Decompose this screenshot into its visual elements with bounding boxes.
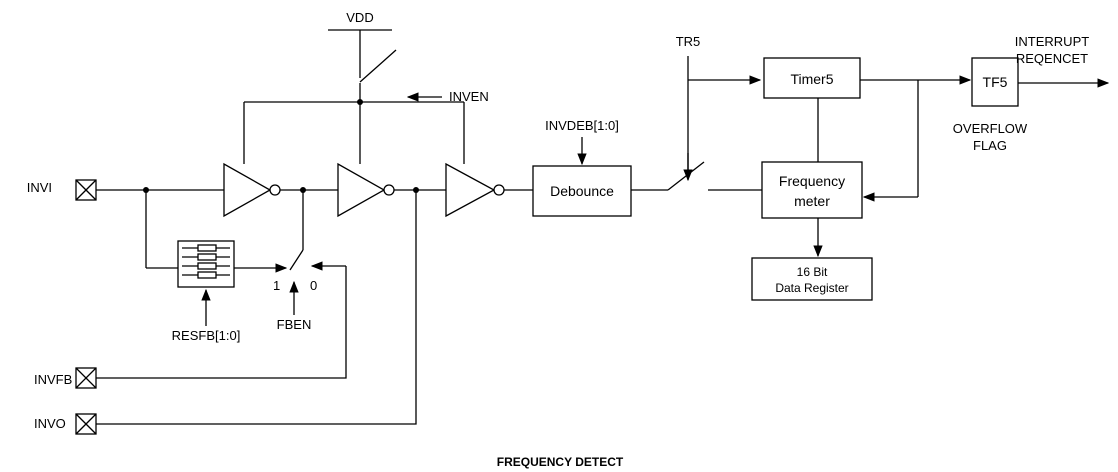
inverter-1	[223, 162, 281, 218]
debounce-block	[532, 165, 632, 217]
debounce-label: Debounce	[550, 183, 614, 199]
supply-rail	[243, 99, 465, 164]
invfb-label: INVFB	[34, 372, 72, 387]
invi-pin	[75, 179, 97, 201]
resfb-resistor-bank	[177, 240, 235, 288]
invdeb-label: INVDEB[1:0]	[545, 118, 619, 133]
figure-caption: FREQUENCY DETECT	[497, 455, 624, 469]
tf5-block	[971, 57, 1019, 107]
fben-pos-0-label: 0	[310, 278, 317, 293]
interrupt-label-line2: REQENCET	[1016, 51, 1088, 66]
frequency-meter-block	[761, 161, 863, 219]
tr5-switch-blade	[667, 161, 705, 191]
overflow-label-line2: FLAG	[973, 138, 1007, 153]
data-register-block	[751, 257, 873, 301]
vdd-supply	[328, 29, 392, 78]
tr5-label: TR5	[676, 34, 701, 49]
tf5-label: TF5	[983, 74, 1008, 90]
inven-switch	[359, 49, 397, 83]
resfb-label: RESFB[1:0]	[172, 328, 241, 343]
timer5-label: Timer5	[790, 71, 833, 87]
vdd-label: VDD	[346, 10, 373, 25]
inverter-3	[445, 162, 505, 218]
interrupt-label-line1: INTERRUPT	[1015, 34, 1089, 49]
frequency-meter-label-line1: Frequency	[779, 173, 845, 189]
invo-pin	[75, 413, 97, 435]
invo-wire	[96, 190, 417, 425]
fben-switch-blade	[289, 249, 304, 271]
invfb-pin	[75, 367, 97, 389]
fben-pos-1-label: 1	[273, 278, 280, 293]
data-register-label-line2: Data Register	[775, 281, 848, 295]
fben-label: FBEN	[277, 317, 312, 332]
overflow-label-line1: OVERFLOW	[953, 121, 1028, 136]
invfb-wire	[96, 266, 347, 379]
invo-label: INVO	[34, 416, 66, 431]
timer5-block	[763, 57, 861, 99]
inven-label: INVEN	[449, 89, 489, 104]
frequency-meter-label-line2: meter	[794, 193, 830, 209]
data-register-label-line1: 16 Bit	[797, 265, 828, 279]
invi-label: INVI	[27, 180, 52, 195]
inverter-2	[337, 162, 395, 218]
